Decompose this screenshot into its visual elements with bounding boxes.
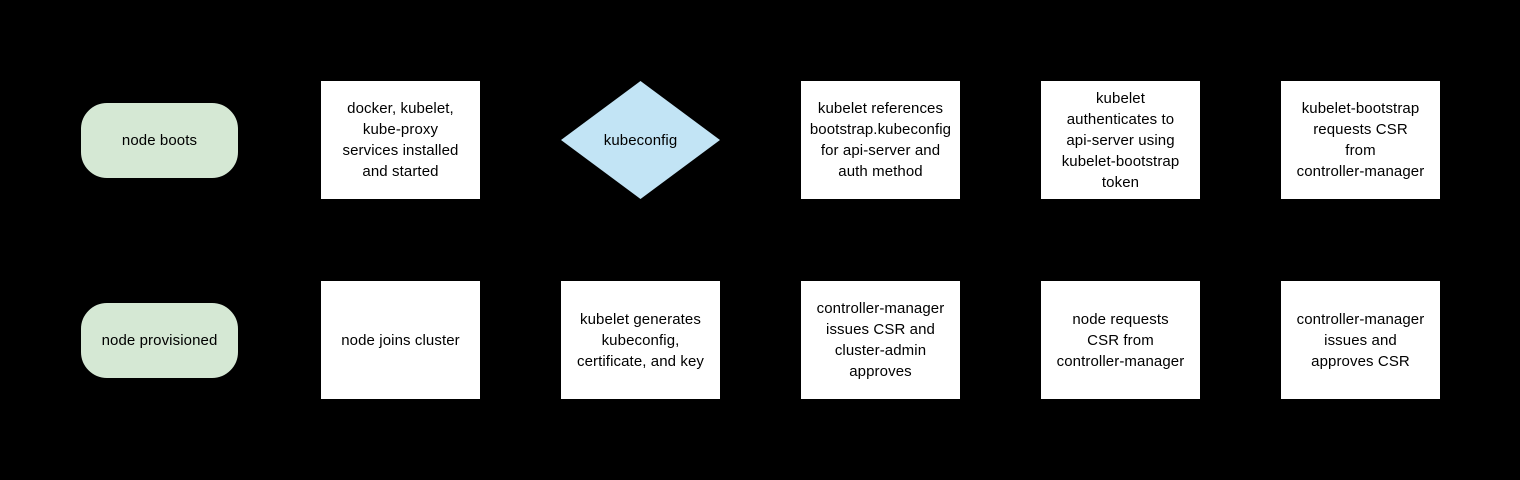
flow-node-label: kubeconfig xyxy=(603,131,678,149)
flow-node-kubelet-authenticates[interactable]: kubelet authenticates to api-server usin… xyxy=(1041,81,1200,199)
flow-node-label: node joins cluster xyxy=(341,331,460,349)
flow-node-label: kubelet authenticates to api-server usin… xyxy=(1061,89,1180,191)
flow-node-label: docker, kubelet, kube-proxy services ins… xyxy=(342,100,459,180)
flow-node-bootstrap-requests-csr[interactable]: kubelet-bootstrap requests CSR from cont… xyxy=(1281,81,1440,199)
flow-node-label: node provisioned xyxy=(101,332,218,349)
flow-node-node-provisioned[interactable]: node provisioned xyxy=(81,303,238,378)
flow-node-label: node boots xyxy=(121,132,198,149)
flow-node-cm-issues-approves[interactable]: controller-manager issues and approves C… xyxy=(1281,281,1440,399)
flow-node-node-requests-csr[interactable]: node requests CSR from controller-manage… xyxy=(1041,281,1200,399)
flow-node-label: controller-manager issues and approves C… xyxy=(1296,310,1425,370)
flow-node-node-boots[interactable]: node boots xyxy=(81,103,238,178)
flow-node-node-joins-cluster[interactable]: node joins cluster xyxy=(321,281,480,399)
flow-node-label: kubelet generates kubeconfig, certificat… xyxy=(576,310,705,370)
flow-node-label: kubelet-bootstrap requests CSR from cont… xyxy=(1296,100,1425,180)
flow-node-kubelet-generates[interactable]: kubelet generates kubeconfig, certificat… xyxy=(561,281,720,399)
flow-node-label: node requests CSR from controller-manage… xyxy=(1056,310,1185,370)
flow-node-label: controller-manager issues CSR and cluste… xyxy=(816,300,945,380)
flow-node-kubeconfig[interactable]: kubeconfig xyxy=(561,81,720,199)
flow-node-services-installed[interactable]: docker, kubelet, kube-proxy services ins… xyxy=(321,81,480,199)
flow-node-label: kubelet references bootstrap.kubeconfig … xyxy=(809,100,952,180)
flow-node-cm-issues-csr[interactable]: controller-manager issues CSR and cluste… xyxy=(801,281,960,399)
flow-node-kubelet-references[interactable]: kubelet references bootstrap.kubeconfig … xyxy=(801,81,960,199)
